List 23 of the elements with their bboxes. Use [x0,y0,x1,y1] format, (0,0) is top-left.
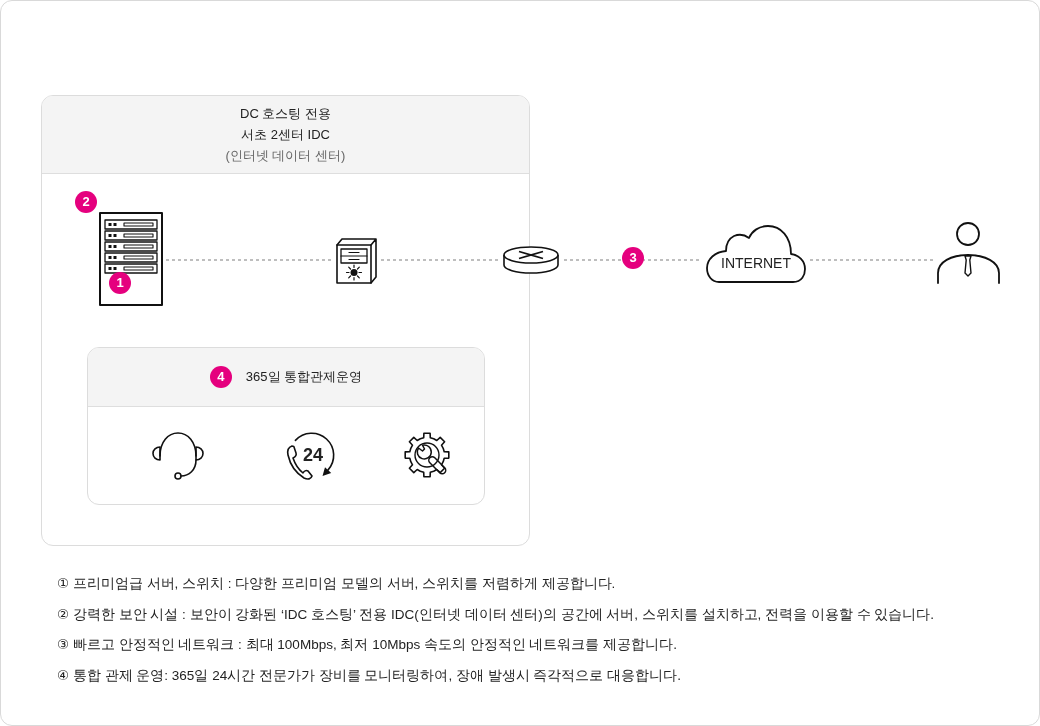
firewall-icon [334,236,378,284]
server-rack-icon [99,212,163,306]
note-text: ② 강력한 보안 시설 : 보안이 강화된 ‘IDC 호스팅’ 전용 IDC(인터넷 데이터 센터)의 공간에 서버, 스위치를 설치하고, 전력을 이용할 수 있습니다. [57,605,935,624]
dotted-line [809,259,934,261]
note-text: ④ 통합 관제 운영: 365일 24시간 전문가가 장비를 모니터링하여, 장애 발생시 즉각적으로 대응합니다. [57,666,681,685]
heading-text: 365일 통합관제운영 [245,368,363,386]
router-icon [501,243,561,277]
dotted-line [165,259,332,261]
operations-panel [87,347,485,505]
note-text: ③ 빠르고 안정적인 네트워크 : 최대 100Mbps, 최저 10Mbps 속도의 안정적인 네트워크를 제공합니다. [57,636,677,654]
headset-icon [151,430,205,482]
data-center-panel [41,95,530,546]
note-text: ① 프리미엄급 서버, 스위치 : 다양한 프리미엄 모델의 서버, 스위치를 저렴하게 제공합니다. [57,575,616,593]
subheading-text: (인터넷 데이터 센터) [225,147,346,165]
hours-text: 24 [303,444,323,466]
person-icon [936,221,1001,284]
callout-number: 4 [209,366,232,388]
heading-text: DC 호스팅 전용 서초 2센터 IDC [239,105,332,144]
callout-number: 3 [622,247,644,269]
callout-number: 2 [75,191,97,213]
dotted-line [380,259,499,261]
node-label: INTERNET [721,254,791,272]
callout-number: 1 [109,272,131,294]
